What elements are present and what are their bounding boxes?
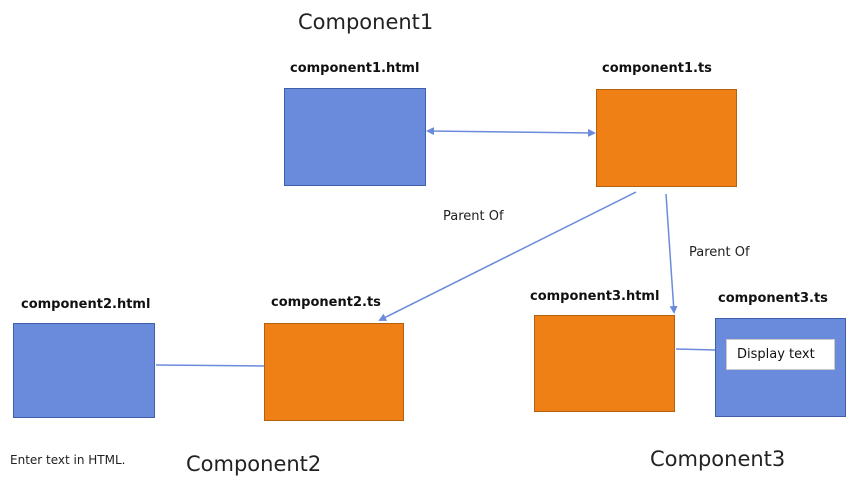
component1-ts-label: component1.ts	[602, 61, 712, 76]
component3-html-label: component3.html	[530, 289, 660, 304]
component3-html-box	[534, 315, 675, 412]
component2-ts-box	[264, 323, 404, 421]
component1-html-box	[284, 88, 426, 186]
component1-ts-box	[596, 89, 737, 187]
c3-html-ts-link	[675, 348, 717, 351]
parent-of-label-left: Parent Of	[443, 209, 504, 224]
component2-ts-label: component2.ts	[271, 295, 381, 310]
c1-to-c2-parent-arrow	[378, 191, 637, 321]
c1-html-ts-link	[426, 127, 596, 137]
component2-title: Component2	[186, 452, 322, 476]
enter-text-note: Enter text in HTML.	[10, 453, 126, 467]
c2-html-ts-link	[155, 364, 265, 367]
component2-html-label: component2.html	[21, 297, 151, 312]
display-text-box: Display text	[726, 339, 835, 370]
component1-title: Component1	[298, 10, 434, 34]
component2-html-box	[13, 323, 155, 418]
component3-title: Component3	[650, 447, 786, 471]
component3-ts-label: component3.ts	[718, 291, 828, 306]
parent-of-label-right: Parent Of	[689, 245, 750, 260]
component1-html-label: component1.html	[290, 61, 420, 76]
c1-to-c3-parent-arrow	[665, 193, 678, 314]
